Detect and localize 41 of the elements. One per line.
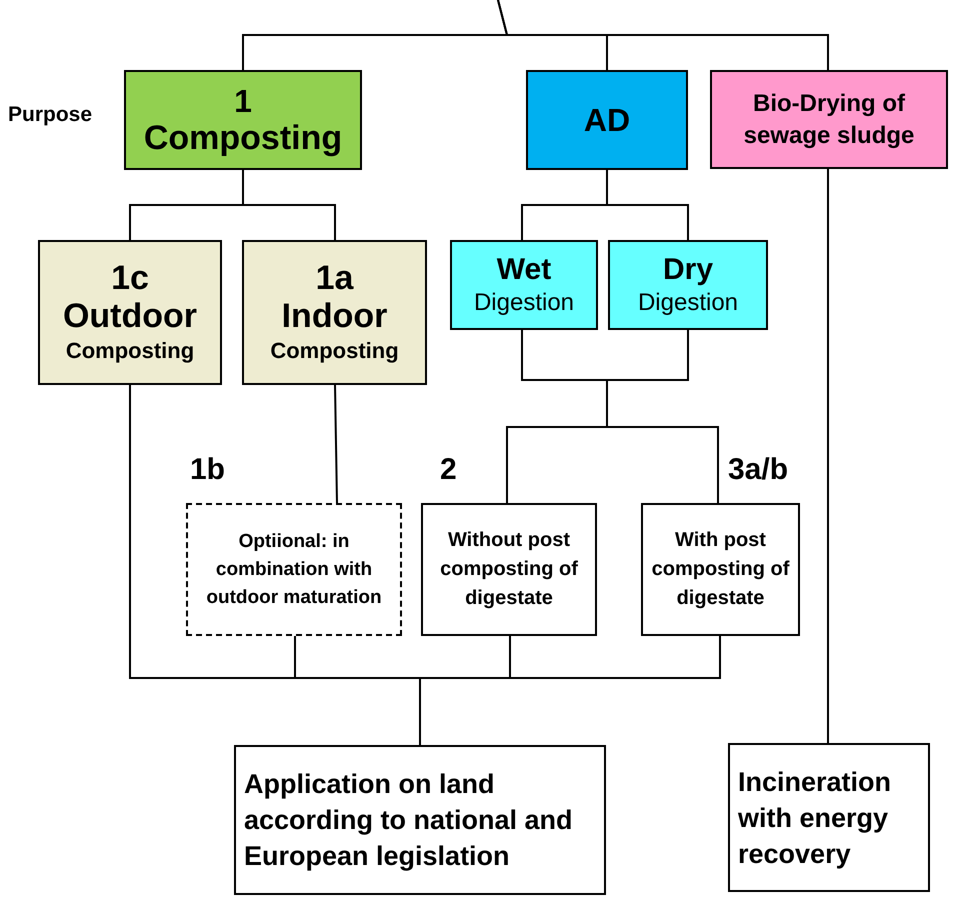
node-text: Outdoor [62, 296, 198, 334]
node-text: Digestion [474, 288, 574, 318]
outcome-box [728, 743, 930, 892]
node-text: Optiional: in combination with outdoor maturation [205, 530, 383, 610]
process-box [526, 70, 688, 170]
connector-line [606, 170, 689, 240]
step-number: 3a/b [728, 452, 788, 488]
optional-box [186, 503, 402, 636]
node-text: With post composting of digestate [650, 528, 790, 611]
node-text: Digestion [638, 288, 738, 318]
node-text: Wet [496, 252, 552, 288]
node-text: 1 [234, 83, 252, 119]
node-text: Dry [662, 252, 714, 288]
row-label: Purpose [8, 102, 92, 128]
process-box [608, 240, 768, 330]
node-text: Composting [270, 336, 399, 365]
step-number: 1b [190, 452, 226, 488]
process-box [38, 240, 222, 385]
node-text: Incineration with energy recovery [738, 766, 892, 871]
node-text: Application on land according to national and European legislation [244, 768, 574, 873]
node-text: AD [584, 101, 630, 140]
node-text: Composting [66, 336, 194, 365]
process-box [421, 503, 597, 636]
process-box [710, 70, 948, 169]
connector-line [497, 0, 829, 70]
node-text: Composting [144, 119, 342, 157]
node-text: 1c [111, 258, 149, 296]
node-text: Bio-Drying of sewage sludge [742, 88, 916, 150]
node-text: Without post composting of digestate [439, 528, 579, 611]
connector-line [606, 330, 719, 503]
outcome-box [234, 745, 606, 895]
connector-line [334, 384, 338, 504]
step-number: 2 [440, 452, 457, 488]
process-box [641, 503, 800, 636]
process-box [450, 240, 598, 330]
node-text: Indoor [282, 296, 388, 334]
node-text: 1a [316, 258, 354, 296]
process-box [124, 70, 362, 170]
process-box [242, 240, 427, 385]
connector-line [827, 169, 829, 743]
connector-line [419, 636, 721, 745]
